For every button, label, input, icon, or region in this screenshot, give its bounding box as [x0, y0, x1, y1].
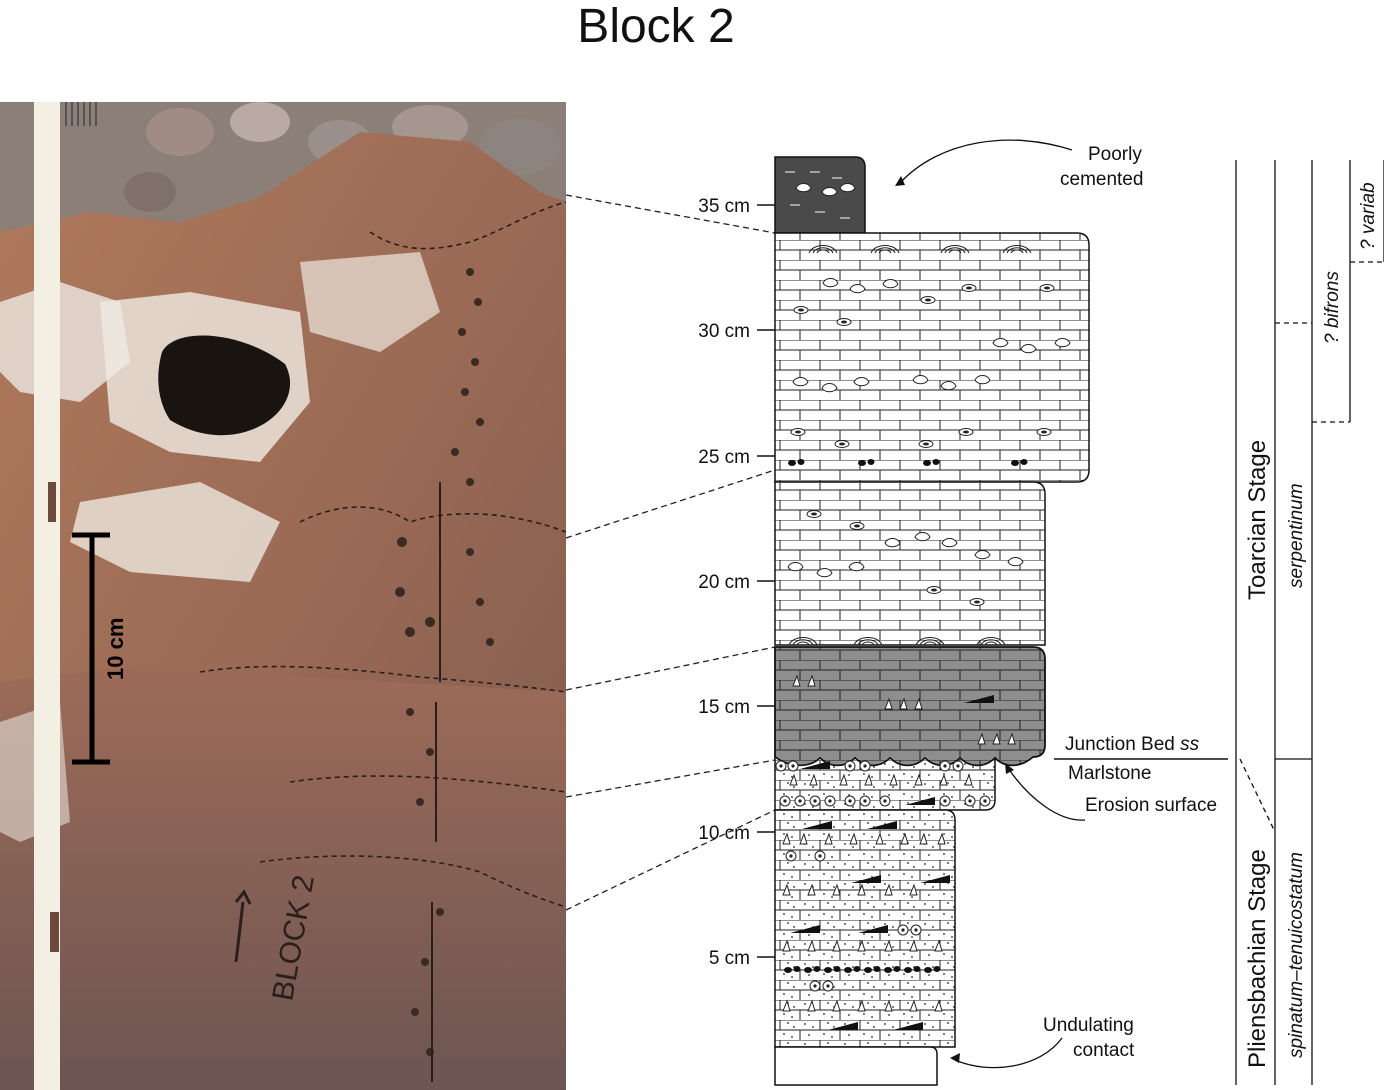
depth-scale: 35 cm 30 cm 25 cm 20 cm 15 cm 10 cm 5 cm [698, 196, 775, 969]
biostratigraphy-lines [1235, 160, 1384, 1085]
zone-serpentinum: serpentinum [1286, 483, 1307, 588]
label-poorly: Poorly [1088, 144, 1142, 165]
bed-limestone-upper [774, 232, 1090, 483]
depth-label: 20 cm [698, 572, 750, 593]
bed-poorly-cemented [774, 156, 866, 234]
label-undulating: Undulating [1043, 1015, 1134, 1036]
label-cemented: cemented [1060, 169, 1143, 190]
scale-bar [72, 532, 110, 765]
outcrop-photo: BLOCK 2 10 cm [0, 102, 566, 1090]
label-erosion-surface: Erosion surface [1085, 795, 1217, 816]
figure-title: Block 2 [577, 0, 735, 53]
bed-limestone-lower [774, 481, 1046, 646]
label-marlstone: Marlstone [1068, 763, 1151, 784]
depth-label: 25 cm [698, 447, 750, 468]
arrow-erosion-surface [1007, 767, 1086, 821]
bed-lower-sandy [774, 809, 956, 1048]
bed-basal [774, 1046, 938, 1086]
stage-toarcian: Toarcian Stage [1244, 440, 1271, 600]
scale-bar-label: 10 cm [103, 618, 128, 680]
depth-label: 30 cm [698, 321, 750, 342]
depth-label: 10 cm [698, 823, 750, 844]
zone-spinatum-tenuicostatum: spinatum–tenuicostatum [1286, 852, 1307, 1058]
bed-junction-bed [774, 646, 1046, 767]
correlation-lines [565, 194, 776, 911]
bed-marlstone [774, 755, 996, 811]
depth-label: 35 cm [698, 196, 750, 217]
zone-bifrons: ? bifrons [1322, 271, 1343, 344]
zone-variab: ? variab [1358, 182, 1379, 250]
label-junction-bed: Junction Bed ss [1065, 734, 1200, 755]
depth-label: 5 cm [709, 948, 750, 969]
arrow-undulating-contact [954, 1037, 1063, 1069]
stage-pliensbachian: Pliensbachian Stage [1244, 849, 1271, 1068]
depth-label: 15 cm [698, 697, 750, 718]
arrow-poorly-cemented [899, 139, 1073, 184]
label-contact: contact [1073, 1040, 1135, 1061]
